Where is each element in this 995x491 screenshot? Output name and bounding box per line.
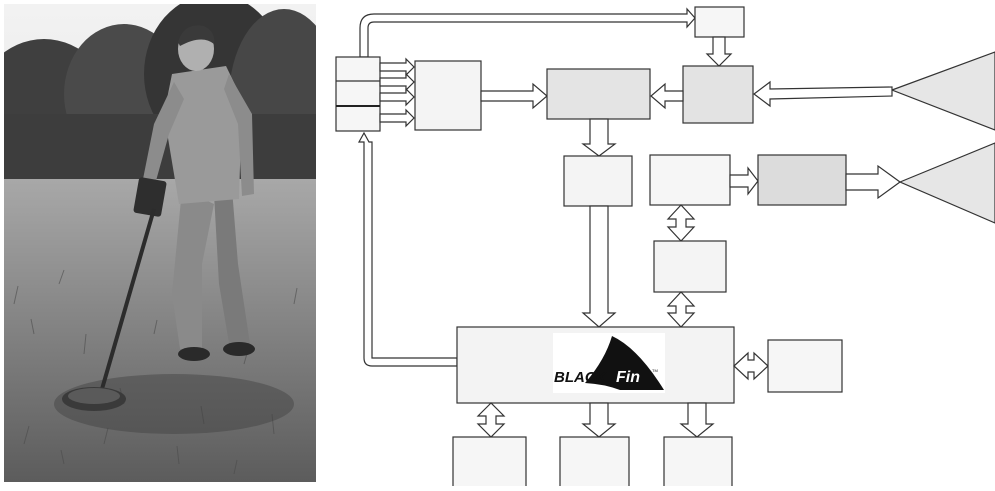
display-block [768,340,842,392]
control-block [654,241,726,292]
transmit-coil [900,143,995,223]
logo-text-left: BLACK [554,369,608,386]
tx-to-coil-arrow [846,166,900,198]
adc-to-processor-arrow [583,206,615,327]
audio-block [560,437,629,486]
logo-trademark: TM [652,368,658,373]
bottom-loop-arrow [359,133,457,366]
receiver-amp-block [683,66,753,123]
memory-block [453,437,526,486]
dac-block [650,155,730,205]
demod-to-adc-arrow [583,119,615,156]
grass-field [4,179,316,482]
top-loop-arrow [360,9,695,57]
receive-coil [892,52,995,130]
dac-to-tx-arrow [730,168,758,194]
top-small-block [695,7,744,37]
transmitter-amp-block [758,155,846,205]
adc-block [564,156,632,206]
mid-processor-double-arrow [668,292,694,327]
processor-memory-double-arrow [478,403,504,437]
filter-block [415,61,481,130]
metal-detector-photo [4,4,316,482]
blackfin-logo: BLACK Fin TM [553,333,665,393]
processor-audio-arrow [583,403,615,437]
block-diagram: BLACK Fin TM [320,0,995,486]
processor-output-arrow [681,403,713,437]
processor-display-double-arrow [734,353,768,379]
demodulator-block [547,69,650,119]
top-to-amp-arrow [707,37,731,66]
dac-mid-double-arrow [668,205,694,241]
input-mux-block [336,57,380,131]
mux-channel-arrows [380,59,414,126]
coil-to-amp-arrow [754,82,892,106]
logo-text-right: Fin [616,369,640,386]
amp-to-demod-arrow [651,84,683,108]
filter-to-mixer-arrow [481,84,547,108]
output-block [664,437,732,486]
